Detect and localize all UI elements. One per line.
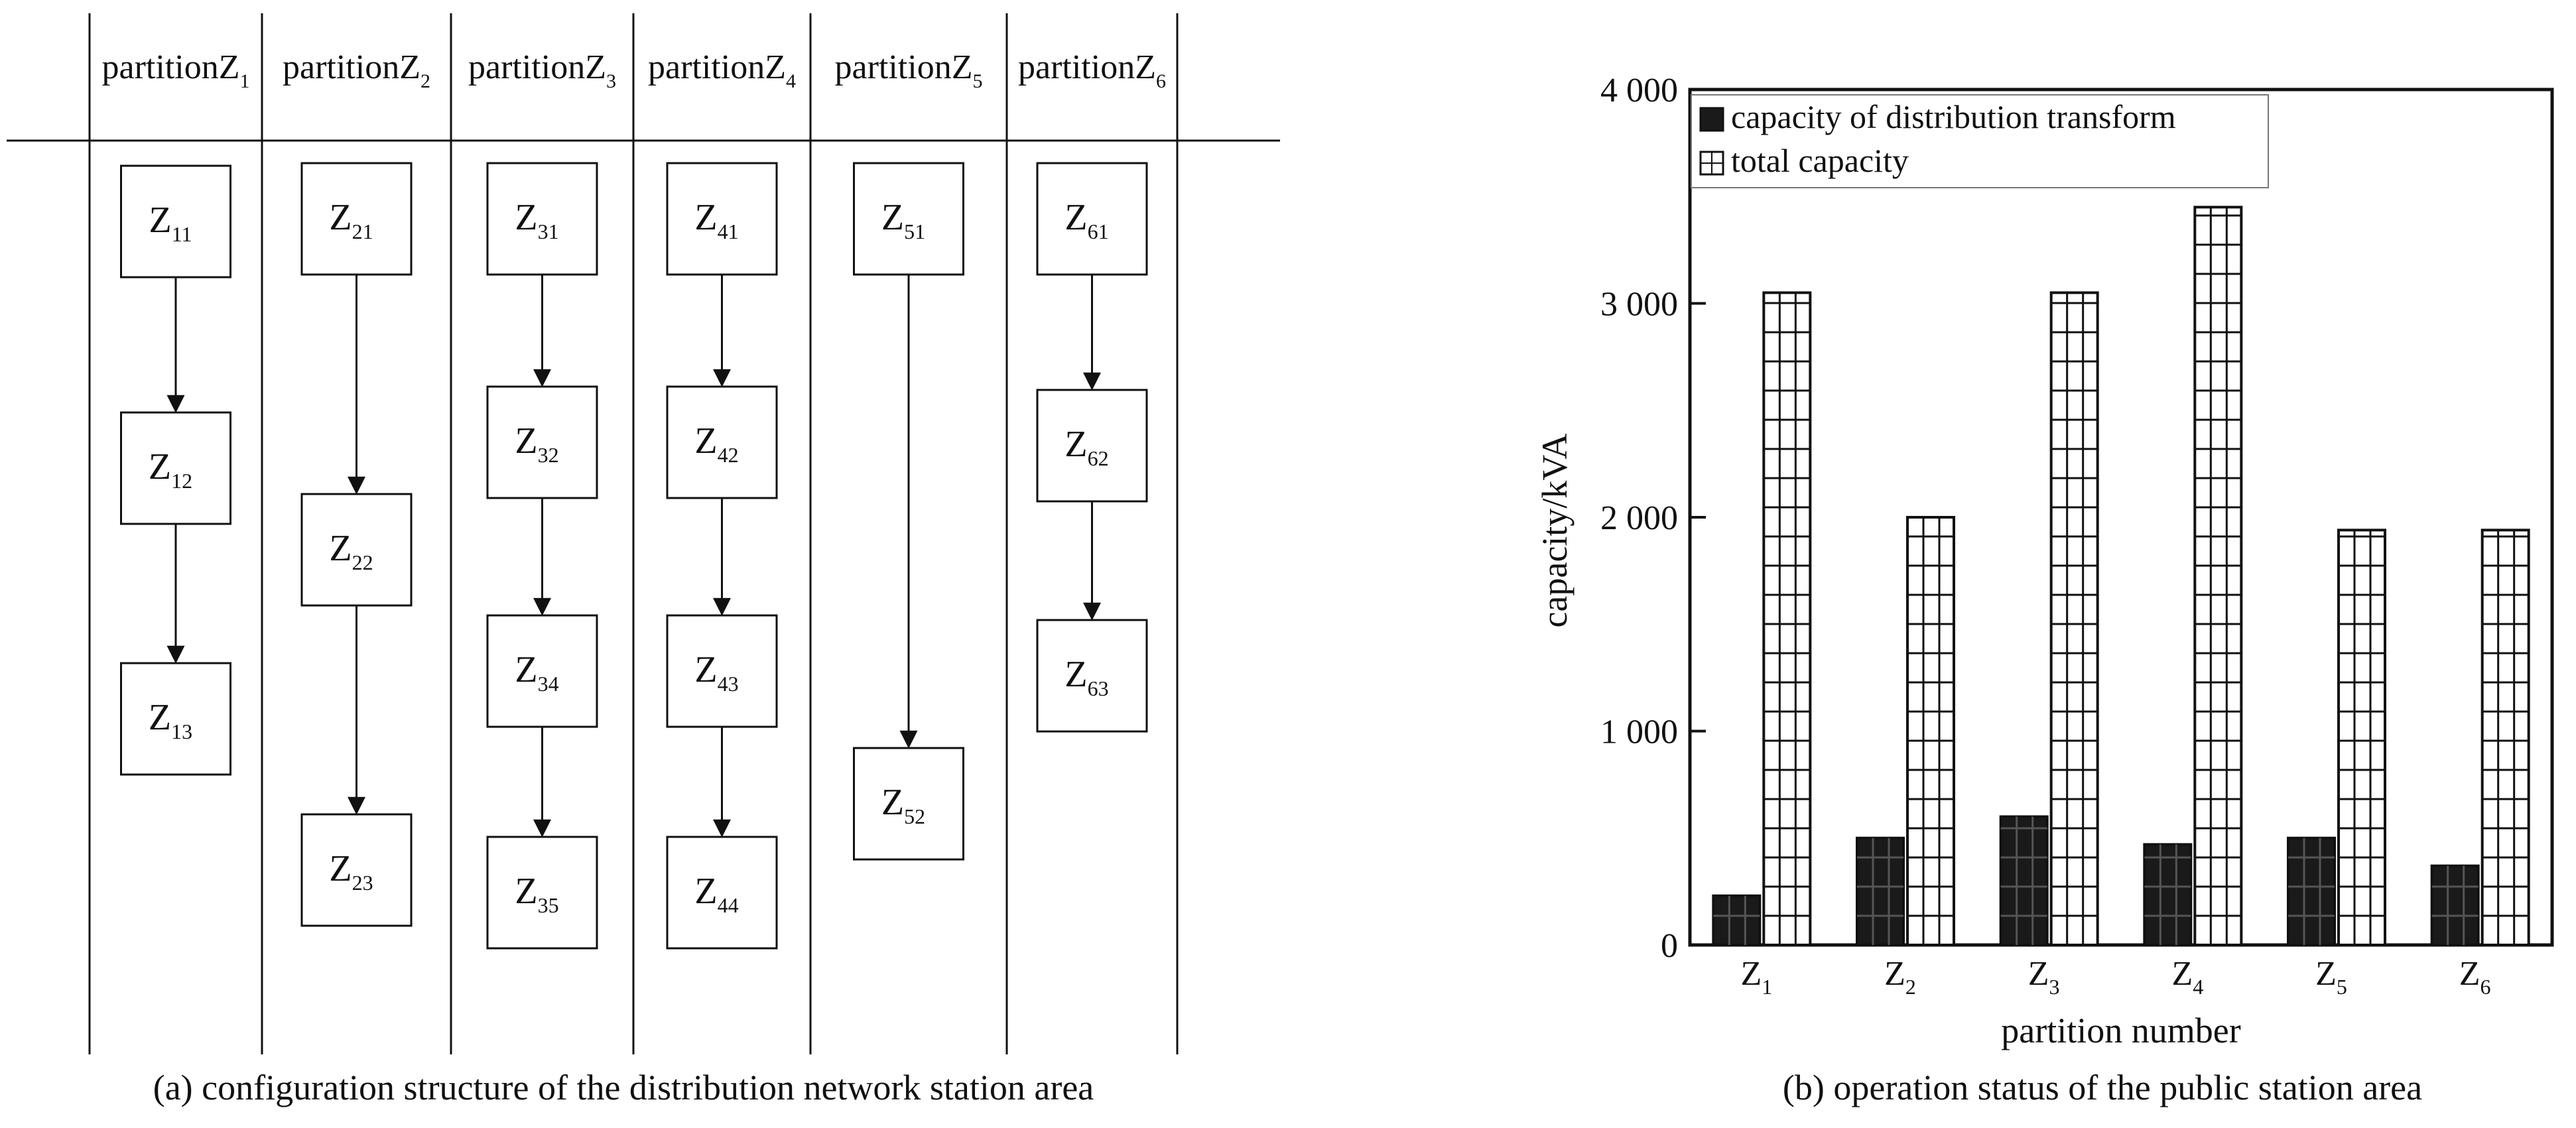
partition-header: partitionZ5 bbox=[835, 48, 983, 92]
bar-distribution-transform-rect bbox=[1712, 894, 1762, 946]
bar-distribution-transform-rect bbox=[1856, 836, 1905, 946]
station-node-label: Z41 bbox=[694, 197, 738, 243]
station-node-label: Z23 bbox=[329, 848, 373, 895]
legend-label: capacity of distribution transform bbox=[1731, 98, 2176, 135]
x-tick-label: Z6 bbox=[2459, 955, 2491, 999]
bar-total-capacity bbox=[1906, 516, 1955, 946]
station-node-box bbox=[300, 813, 413, 927]
bar-total-capacity-rect bbox=[2337, 529, 2386, 946]
bar-total-capacity bbox=[2049, 291, 2099, 946]
station-node-label: Z13 bbox=[149, 697, 192, 743]
station-node-box bbox=[300, 162, 413, 276]
station-node-box bbox=[120, 411, 231, 525]
y-tick-label: 0 bbox=[1661, 927, 1678, 965]
bar-distribution-transform-rect bbox=[2430, 864, 2480, 947]
legend-label: total capacity bbox=[1731, 142, 1909, 179]
legend-box bbox=[1691, 94, 2269, 188]
partition-header: partitionZ3 bbox=[468, 48, 616, 92]
partition-header: partitionZ4 bbox=[648, 48, 796, 92]
chart-caption: (b) operation status of the public stati… bbox=[1783, 1068, 2422, 1107]
bar-distribution-transform bbox=[1856, 836, 1905, 946]
x-axis-title: partition number bbox=[2001, 1011, 2240, 1050]
x-tick-label: Z1 bbox=[1740, 955, 1772, 999]
station-node-box bbox=[853, 162, 964, 276]
station-node-label: Z62 bbox=[1064, 424, 1108, 470]
station-node-box bbox=[666, 162, 778, 276]
station-node-label: Z22 bbox=[329, 528, 373, 574]
station-node-box bbox=[853, 747, 964, 861]
bar-distribution-transform bbox=[1712, 894, 1762, 946]
station-node-box bbox=[1036, 162, 1148, 276]
bar-total-capacity-rect bbox=[2049, 291, 2099, 946]
station-node-label: Z32 bbox=[515, 420, 558, 467]
bar-total-capacity-rect bbox=[1906, 516, 1955, 946]
bar-distribution-transform-rect bbox=[2287, 836, 2336, 946]
legend-swatch bbox=[1699, 151, 1724, 176]
bar-distribution-transform-rect bbox=[2143, 843, 2193, 947]
bar-distribution-transform bbox=[1999, 815, 2049, 946]
y-axis-title: capacity/kVA bbox=[1535, 434, 1575, 628]
partition-header: partitionZ1 bbox=[102, 48, 250, 92]
bar-total-capacity bbox=[2193, 206, 2243, 946]
station-node-label: Z21 bbox=[329, 197, 373, 243]
x-tick-label: Z3 bbox=[2028, 955, 2060, 999]
station-node-box bbox=[300, 493, 413, 607]
station-node-box bbox=[666, 614, 778, 728]
station-node-box bbox=[486, 614, 598, 728]
station-node-label: Z63 bbox=[1064, 654, 1108, 700]
station-node-box bbox=[666, 385, 778, 499]
bar-total-capacity-rect bbox=[1762, 291, 1812, 946]
legend-swatch-rect bbox=[1699, 107, 1724, 132]
legend-swatch bbox=[1699, 107, 1724, 132]
station-node-label: Z43 bbox=[694, 649, 738, 696]
bar-distribution-transform bbox=[2430, 864, 2480, 947]
bar-total-capacity bbox=[2480, 529, 2530, 946]
x-tick-label: Z5 bbox=[2315, 955, 2347, 999]
bar-total-capacity bbox=[1762, 291, 1812, 946]
y-tick-label: 2 000 bbox=[1600, 499, 1678, 537]
diagram-caption: (a) configuration structure of the distr… bbox=[153, 1068, 1094, 1107]
station-node-label: Z11 bbox=[149, 200, 192, 246]
station-node-box bbox=[486, 162, 598, 276]
station-node-label: Z51 bbox=[881, 197, 925, 243]
station-node-box bbox=[1036, 389, 1148, 503]
legend: capacity of distribution transform total … bbox=[1691, 94, 2269, 188]
x-tick-label: Z4 bbox=[2171, 955, 2203, 999]
station-node-label: Z31 bbox=[515, 197, 558, 243]
bar-total-capacity-rect bbox=[2480, 529, 2530, 946]
partition-header: partitionZ6 bbox=[1018, 48, 1166, 92]
y-tick-label: 4 000 bbox=[1600, 72, 1678, 109]
station-node-label: Z44 bbox=[694, 871, 738, 917]
station-node-label: Z42 bbox=[694, 420, 738, 467]
station-node-label: Z61 bbox=[1064, 197, 1108, 243]
station-node-label: Z35 bbox=[515, 871, 558, 917]
station-node-label: Z52 bbox=[881, 782, 925, 828]
y-tick-label: 3 000 bbox=[1600, 286, 1678, 324]
station-node-box bbox=[1036, 619, 1148, 733]
bar-distribution-transform bbox=[2287, 836, 2336, 946]
station-node-box bbox=[120, 164, 231, 279]
plot-frame bbox=[1688, 88, 2554, 947]
station-node-box bbox=[486, 836, 598, 950]
y-tick-label: 1 000 bbox=[1600, 714, 1678, 751]
partition-header: partitionZ2 bbox=[283, 48, 430, 92]
station-node-label: Z12 bbox=[149, 446, 192, 493]
bar-distribution-transform bbox=[2143, 843, 2193, 947]
station-node-label: Z34 bbox=[515, 649, 558, 696]
bar-total-capacity-rect bbox=[2193, 206, 2243, 946]
station-node-box bbox=[486, 385, 598, 499]
x-tick-label: Z2 bbox=[1884, 955, 1916, 999]
bar-distribution-transform-rect bbox=[1999, 815, 2049, 946]
bar-total-capacity bbox=[2337, 529, 2386, 946]
station-node-box bbox=[666, 836, 778, 950]
station-node-box bbox=[120, 662, 231, 776]
